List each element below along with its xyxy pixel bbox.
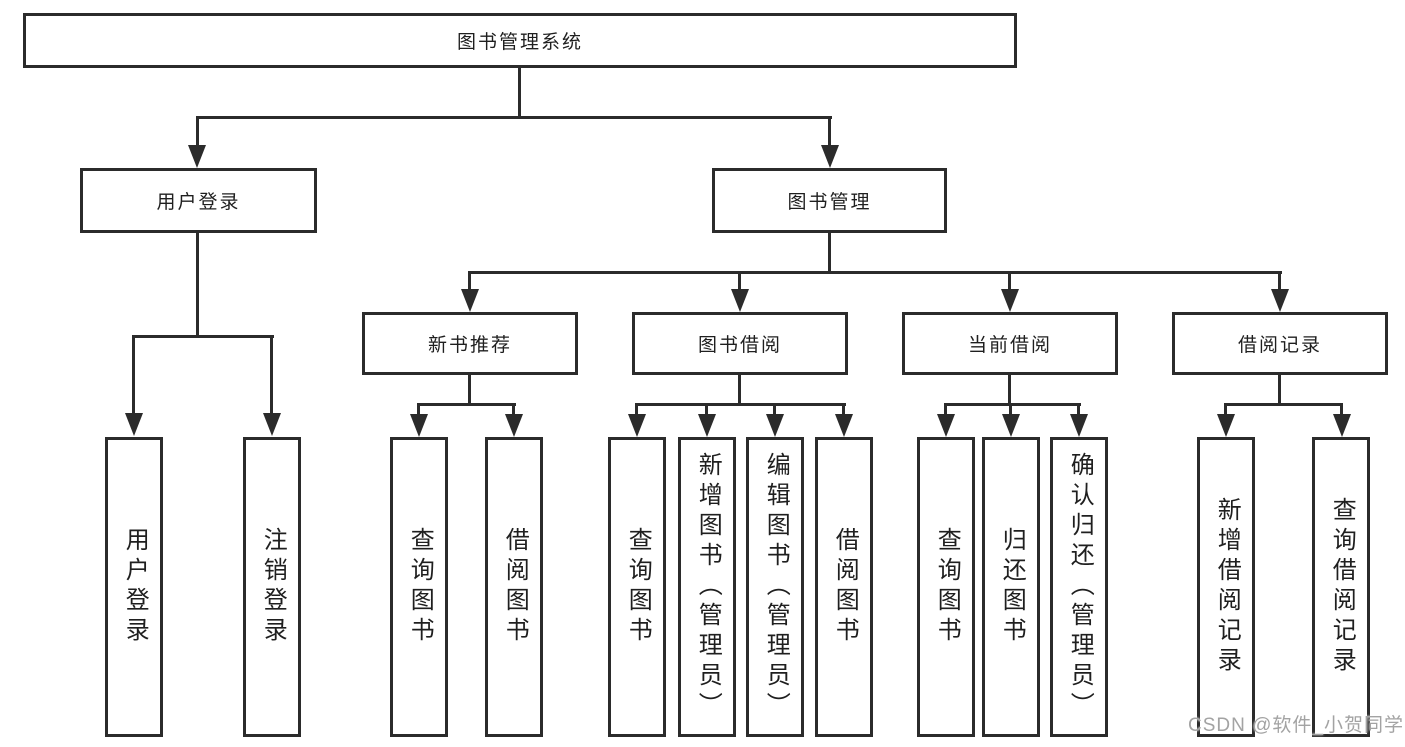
- connector-drop-current: [1008, 271, 1011, 291]
- node-leaf-bw-edit-label: 编辑图书（管理员）: [762, 452, 790, 722]
- node-root: 图书管理系统: [23, 13, 1017, 68]
- connector-drop-cur-query: [944, 403, 947, 415]
- node-leaf-rec-query-label: 查询借阅记录: [1328, 497, 1356, 677]
- connector-drop-borrowing: [738, 271, 741, 291]
- node-new-books-label: 新书推荐: [427, 335, 512, 356]
- arrow-down-icon: [1217, 414, 1235, 437]
- arrow-down-icon: [937, 414, 955, 437]
- connector-user-login-stub: [196, 233, 199, 337]
- node-current-borrow-label: 当前借阅: [967, 335, 1052, 356]
- connector-drop-rec-query: [1340, 403, 1343, 415]
- connector-drop-nb-borrow: [512, 403, 515, 415]
- connector-drop-rec-add: [1224, 403, 1227, 415]
- connector-drop-bw-edit: [773, 403, 776, 415]
- node-leaf-nb-query-label: 查询图书: [406, 527, 434, 647]
- connector-records-stub: [1278, 375, 1281, 406]
- arrow-down-icon: [1002, 414, 1020, 437]
- node-new-books: 新书推荐: [362, 312, 578, 375]
- node-user-login: 用户登录: [80, 168, 317, 233]
- connector-drop-bw-borrow: [842, 403, 845, 415]
- node-borrow-records-label: 借阅记录: [1237, 335, 1322, 356]
- node-leaf-cur-return-label: 归还图书: [998, 527, 1026, 647]
- watermark-text: CSDN @软件_小贺同学: [1188, 715, 1404, 736]
- node-leaf-bw-edit: 编辑图书（管理员）: [746, 437, 804, 737]
- connector-book-mgmt-stub: [828, 233, 831, 274]
- node-book-mgmt-label: 图书管理: [787, 192, 872, 213]
- connector-drop-records: [1278, 271, 1281, 291]
- node-leaf-cur-query: 查询图书: [917, 437, 975, 737]
- node-borrowing: 图书借阅: [632, 312, 848, 375]
- arrow-down-icon: [628, 414, 646, 437]
- connector-drop-bw-query: [635, 403, 638, 415]
- connector-borrowing-stub: [738, 375, 741, 406]
- connector-new-books-hline: [417, 403, 516, 406]
- arrow-down-icon: [1001, 289, 1019, 312]
- node-leaf-bw-borrow-label: 借阅图书: [831, 527, 859, 647]
- node-borrow-records: 借阅记录: [1172, 312, 1388, 375]
- node-leaf-bw-add: 新增图书（管理员）: [678, 437, 736, 737]
- node-root-label: 图书管理系统: [456, 32, 583, 53]
- arrow-down-icon: [835, 414, 853, 437]
- connector-drop-bw-add: [705, 403, 708, 415]
- arrow-down-icon: [731, 289, 749, 312]
- node-leaf-logout: 注销登录: [243, 437, 301, 737]
- connector-drop-logout: [270, 335, 273, 414]
- arrow-down-icon: [125, 413, 143, 436]
- connector-drop-user-login: [196, 116, 199, 146]
- arrow-down-icon: [410, 414, 428, 437]
- node-leaf-rec-add-label: 新增借阅记录: [1213, 497, 1241, 677]
- connector-current-hline: [944, 403, 1081, 406]
- node-leaf-cur-confirm-label: 确认归还（管理员）: [1066, 452, 1094, 722]
- arrow-down-icon: [505, 414, 523, 437]
- connector-drop-login: [132, 335, 135, 414]
- arrow-down-icon: [1271, 289, 1289, 312]
- connector-drop-new-books: [468, 271, 471, 291]
- node-leaf-bw-query-label: 查询图书: [624, 527, 652, 647]
- connector-current-stub: [1008, 375, 1011, 406]
- node-current-borrow: 当前借阅: [902, 312, 1118, 375]
- node-leaf-nb-borrow-label: 借阅图书: [501, 527, 529, 647]
- connector-drop-cur-return: [1009, 403, 1012, 415]
- node-leaf-cur-confirm: 确认归还（管理员）: [1050, 437, 1108, 737]
- node-leaf-login-label: 用户登录: [121, 527, 149, 647]
- node-leaf-cur-query-label: 查询图书: [933, 527, 961, 647]
- connector-new-books-stub: [468, 375, 471, 406]
- connector-borrowing-hline: [635, 403, 846, 406]
- arrow-down-icon: [766, 414, 784, 437]
- node-leaf-nb-query: 查询图书: [390, 437, 448, 737]
- arrow-down-icon: [698, 414, 716, 437]
- node-leaf-bw-borrow: 借阅图书: [815, 437, 873, 737]
- connector-root-stub: [518, 68, 521, 118]
- arrow-down-icon: [1333, 414, 1351, 437]
- connector-user-login-hline: [132, 335, 274, 338]
- connector-level2-hline: [468, 271, 1282, 274]
- connector-level1-hline: [196, 116, 832, 119]
- arrow-down-icon: [821, 145, 839, 168]
- node-leaf-nb-borrow: 借阅图书: [485, 437, 543, 737]
- arrow-down-icon: [188, 145, 206, 168]
- node-leaf-bw-add-label: 新增图书（管理员）: [694, 452, 722, 722]
- connector-drop-cur-confirm: [1077, 403, 1080, 415]
- node-leaf-rec-query: 查询借阅记录: [1312, 437, 1370, 737]
- node-book-mgmt: 图书管理: [712, 168, 947, 233]
- arrow-down-icon: [1070, 414, 1088, 437]
- connector-drop-nb-query: [417, 403, 420, 415]
- node-leaf-rec-add: 新增借阅记录: [1197, 437, 1255, 737]
- node-leaf-bw-query: 查询图书: [608, 437, 666, 737]
- connector-drop-book-mgmt: [828, 116, 831, 146]
- node-user-login-label: 用户登录: [156, 192, 241, 213]
- node-leaf-login: 用户登录: [105, 437, 163, 737]
- node-borrowing-label: 图书借阅: [697, 335, 782, 356]
- node-leaf-cur-return: 归还图书: [982, 437, 1040, 737]
- node-leaf-logout-label: 注销登录: [259, 527, 287, 647]
- arrow-down-icon: [461, 289, 479, 312]
- arrow-down-icon: [263, 413, 281, 436]
- connector-records-hline: [1224, 403, 1343, 406]
